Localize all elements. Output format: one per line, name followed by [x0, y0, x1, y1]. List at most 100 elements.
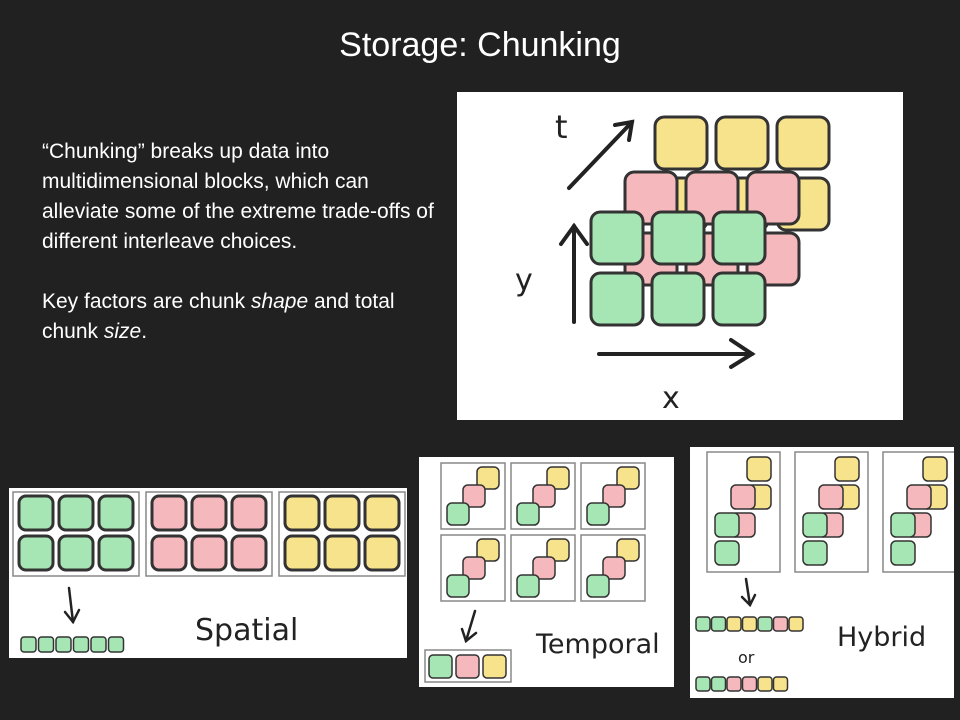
temporal-serialized-strip	[424, 649, 512, 683]
spatial-chunk-block	[323, 494, 361, 532]
spatial-chunk-block	[230, 494, 268, 532]
axis-label-y: y	[515, 263, 533, 298]
temporal-group-frame	[440, 462, 506, 530]
hybrid-serialized-strip-2	[695, 676, 789, 692]
temporal-chunk-block	[462, 556, 486, 580]
strip-block	[772, 616, 789, 632]
hybrid-label: Hybrid	[837, 622, 926, 653]
temporal-chunk-block	[516, 574, 540, 598]
spatial-chunk-block	[283, 494, 321, 532]
temporal-chunk-block	[546, 538, 570, 562]
description-paragraph-1: “Chunking” breaks up data into multidime…	[42, 140, 434, 253]
strip-block	[695, 676, 711, 692]
temporal-chunk-block	[516, 502, 540, 526]
axis-label-t: t	[555, 108, 568, 146]
strip-block	[710, 676, 727, 692]
temporal-chunk-block	[586, 574, 610, 598]
spatial-chunk-block	[57, 534, 95, 572]
chunk-block	[650, 271, 706, 327]
temporal-group-frame	[510, 462, 576, 530]
temporal-chunk-block	[532, 484, 556, 508]
temporal-chunk-block	[532, 556, 556, 580]
t-axis-arrow	[567, 119, 635, 190]
axis-label-x: x	[662, 381, 680, 416]
hybrid-chunk-block	[818, 484, 844, 510]
chunk-block	[653, 115, 709, 171]
emphasis-shape: shape	[250, 290, 309, 313]
temporal-group-frame	[510, 534, 576, 602]
hybrid-chunk-block	[730, 484, 756, 510]
hybrid-chunk-groups	[706, 451, 954, 573]
temporal-strip-frame	[424, 649, 512, 683]
spatial-chunk-block	[17, 494, 55, 532]
temporal-chunk-block	[616, 466, 640, 490]
spatial-chunk-block	[17, 534, 55, 572]
temporal-chunk-block	[586, 502, 610, 526]
description-text: “Chunking” breaks up data into multidime…	[42, 137, 437, 347]
temporal-group-frame	[580, 534, 646, 602]
strip-block	[37, 636, 55, 653]
temporal-chunk-block	[476, 466, 500, 490]
strip-block	[55, 636, 72, 653]
chunk-block	[745, 170, 801, 226]
strip-block	[741, 676, 758, 692]
temporal-chunk-block	[546, 466, 570, 490]
spatial-chunk-block	[363, 494, 401, 532]
spatial-group-frame	[145, 491, 273, 577]
chunk-block	[589, 271, 645, 327]
temporal-chunk-block	[446, 574, 470, 598]
spatial-chunk-block	[97, 534, 135, 572]
spatial-chunk-block	[283, 534, 321, 572]
strip-block	[757, 616, 773, 632]
temporal-label: Temporal	[535, 629, 660, 660]
spatial-down-arrow	[63, 586, 81, 625]
chunk-block	[714, 115, 770, 171]
strip-block	[90, 636, 107, 653]
chunk-block	[650, 210, 706, 266]
temporal-chunking-panel: Temporal	[419, 457, 674, 687]
x-axis-arrow	[597, 338, 756, 369]
spatial-chunk-block	[150, 534, 188, 572]
hybrid-chunk-block	[746, 456, 772, 482]
strip-block	[726, 616, 742, 632]
spatial-label: Spatial	[195, 613, 298, 648]
temporal-chunk-block	[602, 556, 626, 580]
strip-block	[455, 654, 480, 679]
strip-block	[20, 636, 37, 653]
strip-block	[741, 616, 758, 632]
hybrid-down-arrow	[740, 577, 757, 608]
hybrid-serialized-strip-1	[695, 616, 804, 632]
temporal-group-frame	[580, 462, 646, 530]
spatial-chunk-block	[150, 494, 188, 532]
chunk-block	[711, 210, 767, 266]
y-axis-arrow	[559, 222, 589, 324]
hybrid-chunk-block	[906, 484, 932, 510]
temporal-chunk-block	[446, 502, 470, 526]
chunk-cube-diagram: t y x	[457, 92, 903, 420]
hybrid-chunk-block	[802, 540, 828, 566]
spatial-group-frame	[278, 491, 406, 577]
slide-title: Storage: Chunking	[339, 26, 621, 64]
spatial-group-frame	[12, 491, 140, 577]
hybrid-group-frame	[706, 451, 781, 573]
spatial-chunking-panel: Spatial	[9, 488, 407, 658]
hybrid-chunk-block	[890, 540, 916, 566]
spatial-chunk-block	[97, 494, 135, 532]
strip-block	[695, 616, 711, 632]
chunk-grid-layers	[589, 115, 831, 327]
temporal-chunk-block	[616, 538, 640, 562]
hybrid-group-frame	[794, 451, 869, 573]
strip-block	[428, 654, 453, 679]
strip-block	[482, 654, 507, 679]
temporal-group-frame	[440, 534, 506, 602]
spatial-chunk-block	[190, 534, 228, 572]
hybrid-chunk-block	[834, 456, 860, 482]
spatial-chunk-block	[323, 534, 361, 572]
hybrid-group-frame	[882, 451, 954, 573]
temporal-chunk-block	[476, 538, 500, 562]
strip-block	[788, 616, 804, 632]
hybrid-or-label: or	[738, 648, 755, 667]
hybrid-chunk-block	[714, 540, 740, 566]
description-paragraph-2: Key factors are chunk shape and total ch…	[42, 290, 395, 343]
temporal-down-arrow	[460, 609, 478, 644]
